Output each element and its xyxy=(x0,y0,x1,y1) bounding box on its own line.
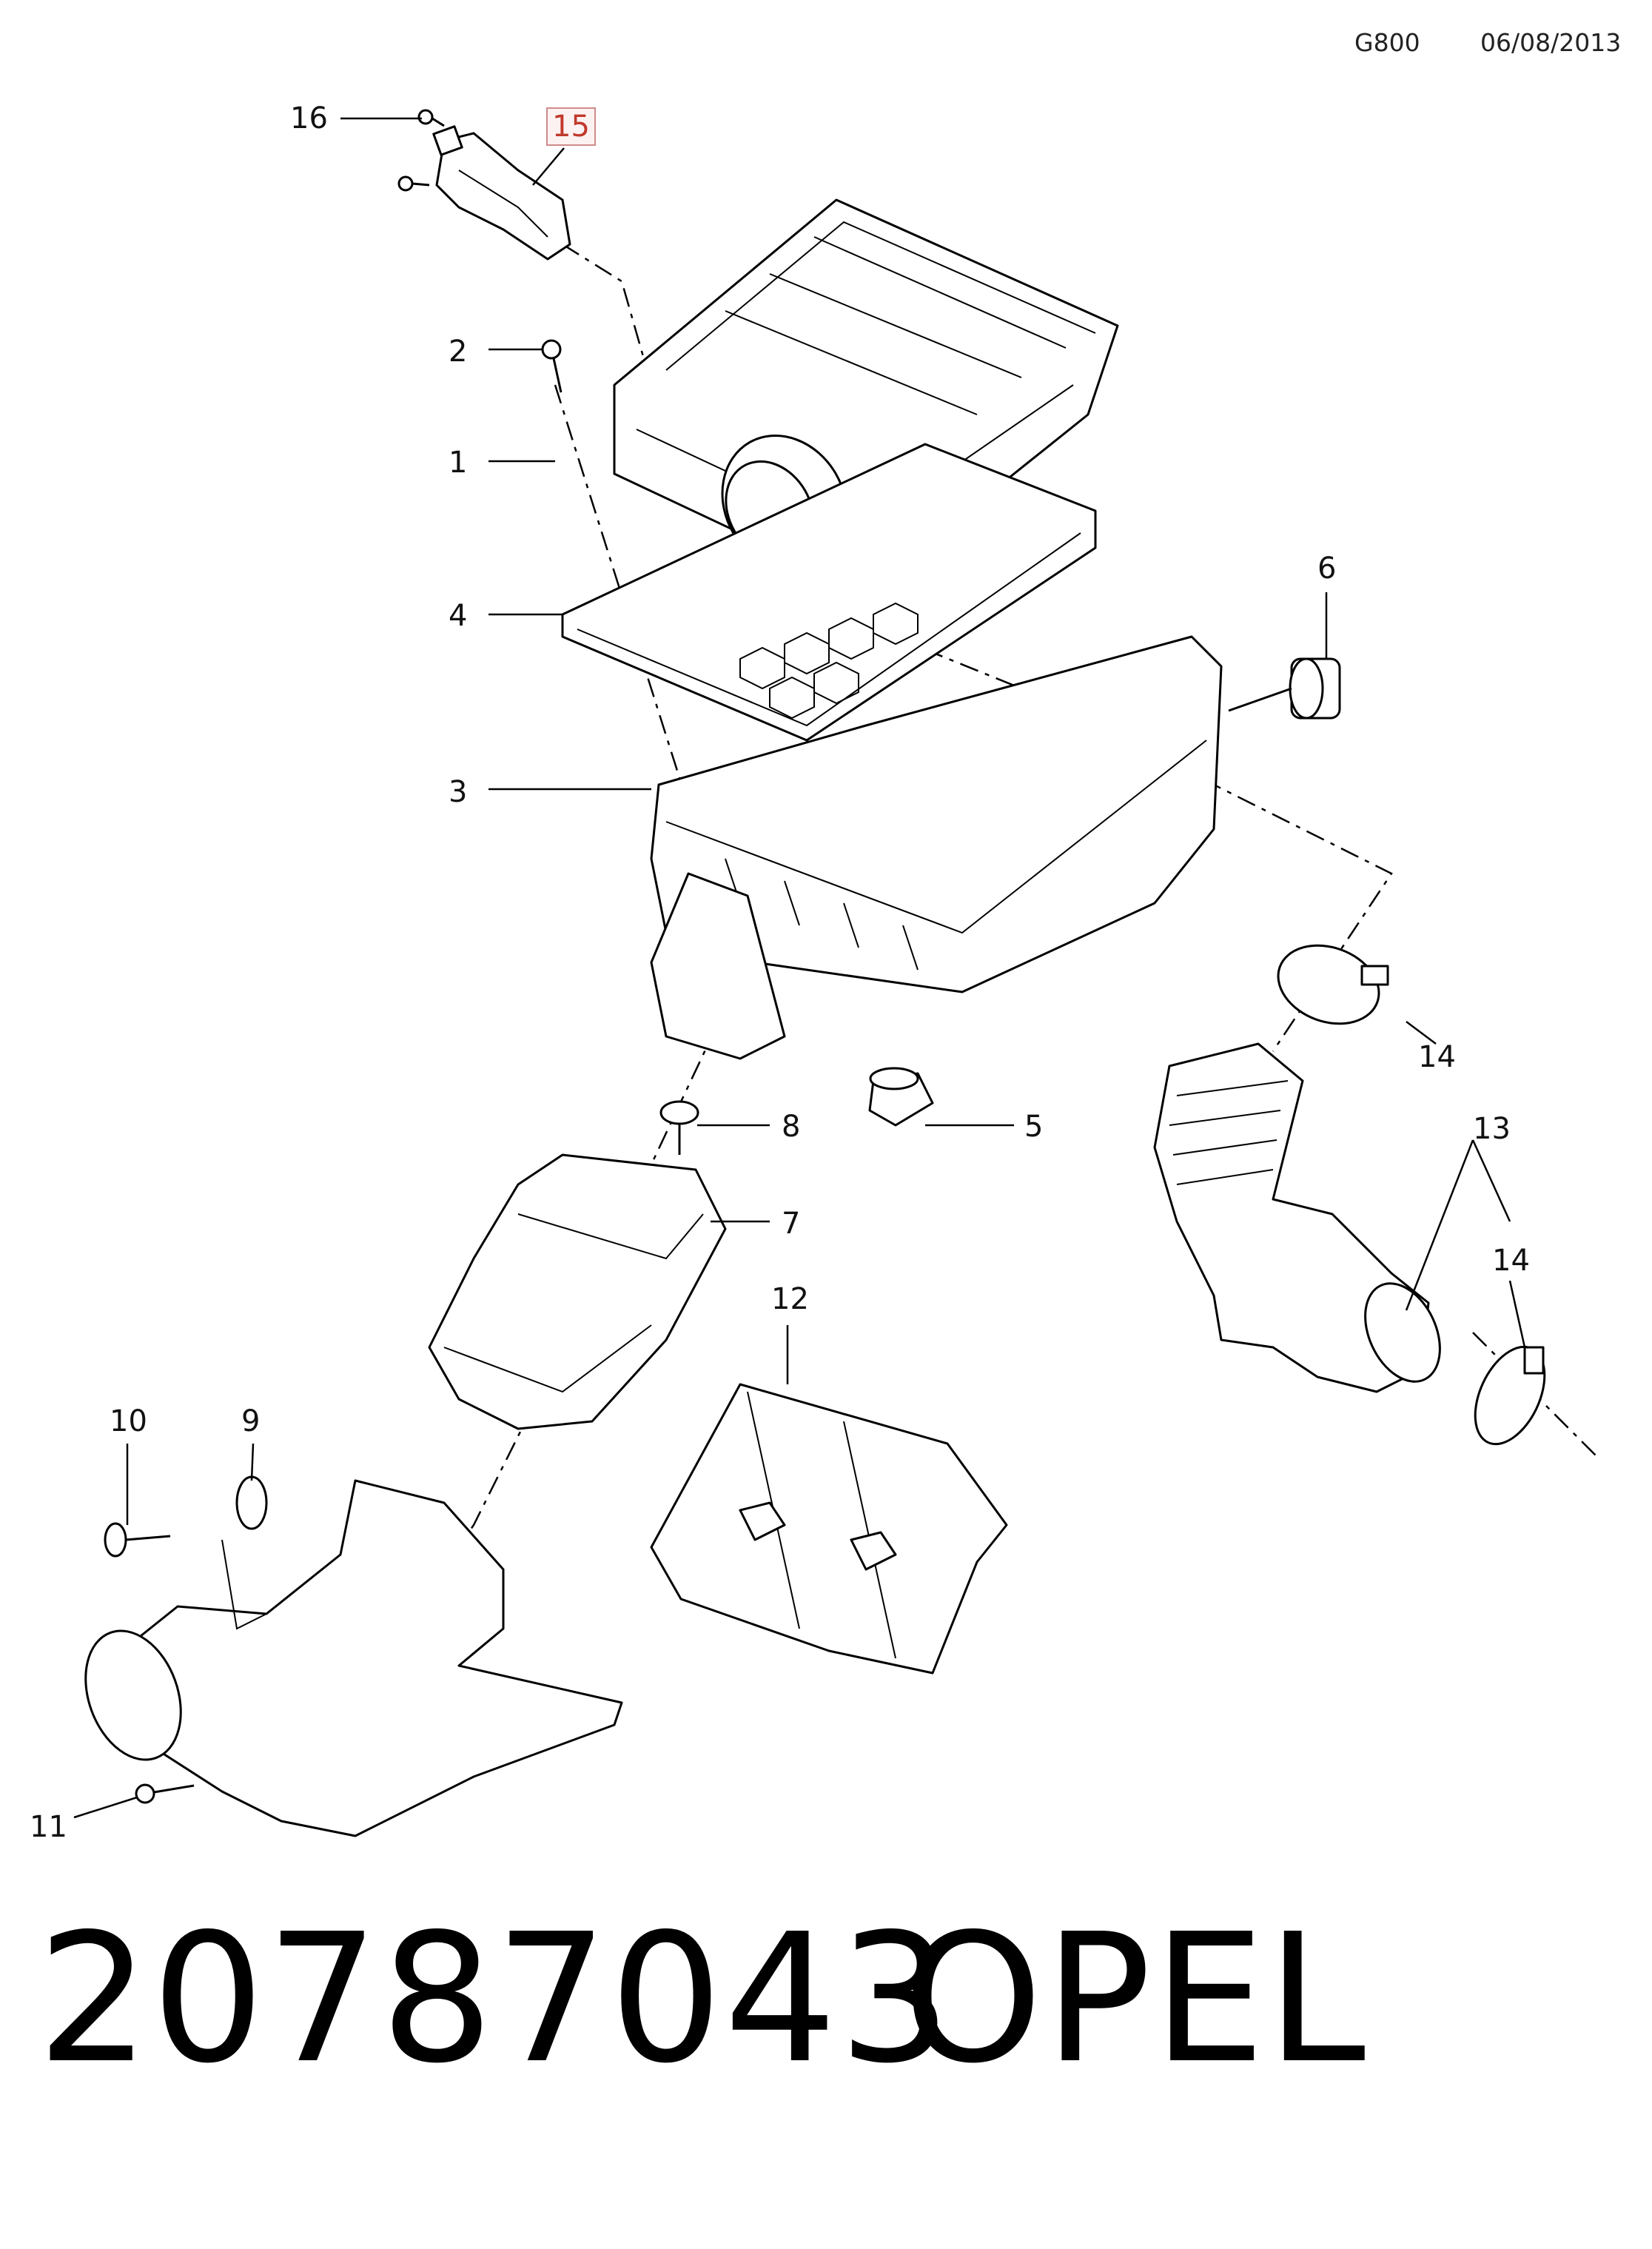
callout-16: 16 xyxy=(290,101,328,135)
diagram-code: G800 xyxy=(1354,28,1420,57)
callout-6: 6 xyxy=(1317,552,1337,586)
heat-shield xyxy=(650,1383,1008,1675)
callout-14-lower: 14 xyxy=(1492,1244,1530,1278)
callout-1: 1 xyxy=(449,446,468,480)
callout-13: 13 xyxy=(1473,1112,1511,1146)
callout-14-upper: 14 xyxy=(1418,1040,1456,1074)
drain-valve xyxy=(868,1067,934,1127)
push-clip xyxy=(104,1522,171,1558)
part-number: 20787043 xyxy=(37,1895,953,2102)
assembly-line-sensor xyxy=(562,243,697,452)
callout-8: 8 xyxy=(782,1110,801,1144)
outlet-hose xyxy=(1153,1042,1441,1393)
callout-11: 11 xyxy=(30,1810,67,1844)
exploded-view-drawing xyxy=(73,109,1599,1837)
callout-2: 2 xyxy=(449,335,468,369)
callout-10: 10 xyxy=(110,1404,147,1438)
grommet xyxy=(1228,657,1341,720)
hose-clamp-lower xyxy=(1474,1345,1546,1446)
duct-screw xyxy=(135,1783,195,1804)
brand-name: OPEL xyxy=(903,1895,1367,2102)
intake-duct xyxy=(428,1153,727,1430)
hose-clamp-upper xyxy=(1277,944,1389,1025)
callout-4: 4 xyxy=(449,599,468,633)
push-pin xyxy=(659,1100,699,1155)
lower-intake-duct xyxy=(84,1475,623,1837)
air-cleaner-lower-housing xyxy=(650,635,1223,1060)
sensor-screws xyxy=(397,109,445,192)
cover-bolt xyxy=(541,339,563,393)
mass-air-flow-sensor xyxy=(432,125,571,261)
air-filter-element xyxy=(561,443,1097,742)
callout-15[interactable]: 15 xyxy=(546,107,596,146)
callout-3: 3 xyxy=(449,775,468,809)
callout-12: 12 xyxy=(771,1282,809,1316)
diagram-date: 06/08/2013 xyxy=(1480,28,1622,57)
callout-7: 7 xyxy=(782,1207,801,1241)
leader-lines xyxy=(73,117,1526,1819)
callout-9: 9 xyxy=(241,1404,261,1438)
callout-5: 5 xyxy=(1024,1110,1044,1144)
